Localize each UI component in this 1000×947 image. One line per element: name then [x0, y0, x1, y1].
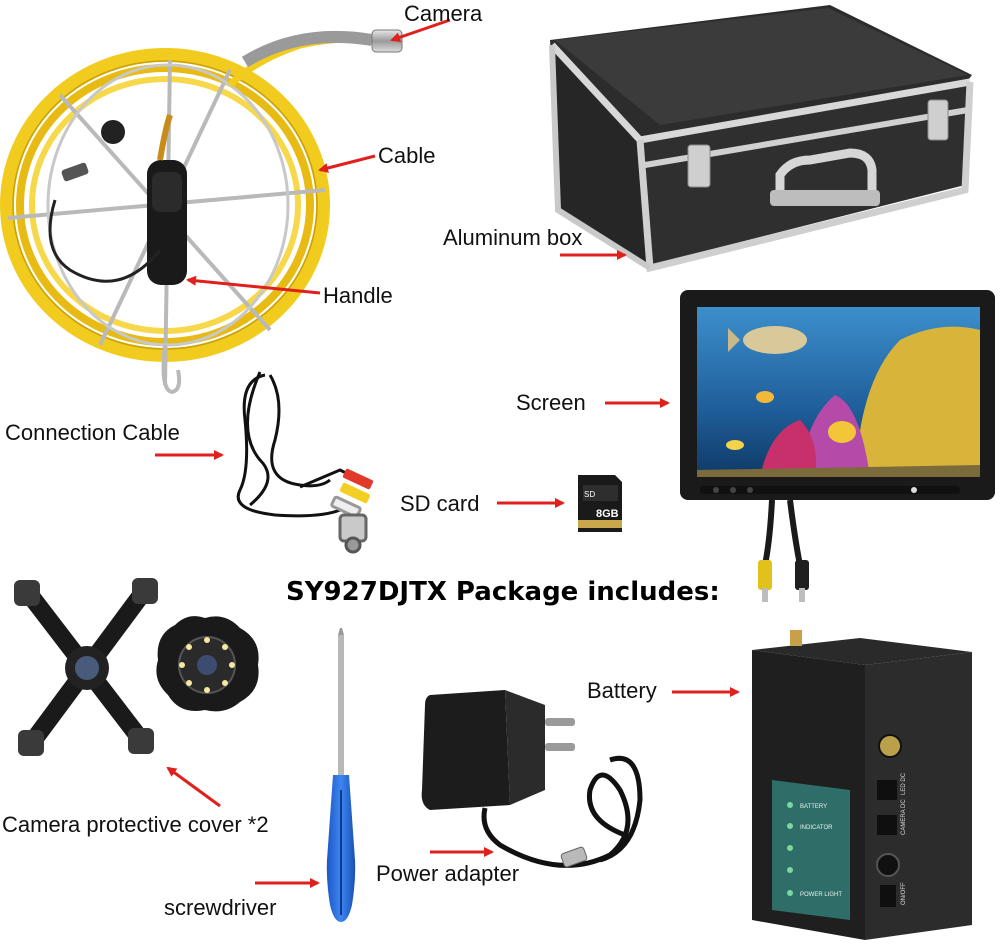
battery-indicator-label: INDICATOR — [800, 825, 833, 831]
label-handle: Handle — [323, 283, 393, 308]
arrow-camera-cover — [166, 766, 221, 808]
label-sd-card: SD card — [400, 491, 480, 516]
label-connection-cable: Connection Cable — [5, 420, 180, 445]
arrow-camera — [390, 18, 451, 43]
battery-port-label: ON/OFF — [901, 882, 907, 905]
battery-port-label: LED DC — [901, 772, 907, 795]
battery-port-label: CAMERA DC — [901, 799, 907, 835]
sd-card-capacity: 8GB — [596, 508, 619, 520]
label-power-adapter: Power adapter — [376, 861, 520, 886]
label-screwdriver: screwdriver — [164, 895, 277, 920]
page-title: SY927DJTX Package includes: — [286, 577, 720, 607]
label-screen: Screen — [516, 390, 586, 415]
arrow-handle — [186, 275, 321, 295]
label-battery: Battery — [587, 678, 657, 703]
battery-indicator-label: POWER LIGHT — [800, 892, 842, 898]
label-aluminum-box: Aluminum box — [443, 225, 583, 250]
sd-card-brand: SD — [584, 490, 595, 499]
screwdriver-image — [326, 628, 356, 922]
cable-reel-image — [0, 29, 403, 395]
connection-cable-image — [236, 371, 374, 554]
aluminum-box-image — [549, 5, 974, 273]
label-camera: Camera — [404, 1, 483, 26]
arrow-cable — [318, 154, 376, 173]
label-cable: Cable — [378, 143, 436, 168]
label-camera-cover: Camera protective cover *2 — [2, 812, 269, 837]
camera-cover-round-image — [156, 616, 259, 712]
callout-arrows — [155, 18, 740, 888]
battery-indicator-label: BATTERY — [800, 804, 827, 810]
battery-box-image: BATTERY INDICATOR POWER LIGHT LED DC CAM… — [752, 630, 972, 940]
power-adapter-image — [421, 690, 643, 868]
camera-cover-cross-image — [14, 578, 158, 756]
sd-card-image: SD 8GB — [578, 475, 622, 532]
monitor-image — [680, 290, 995, 602]
